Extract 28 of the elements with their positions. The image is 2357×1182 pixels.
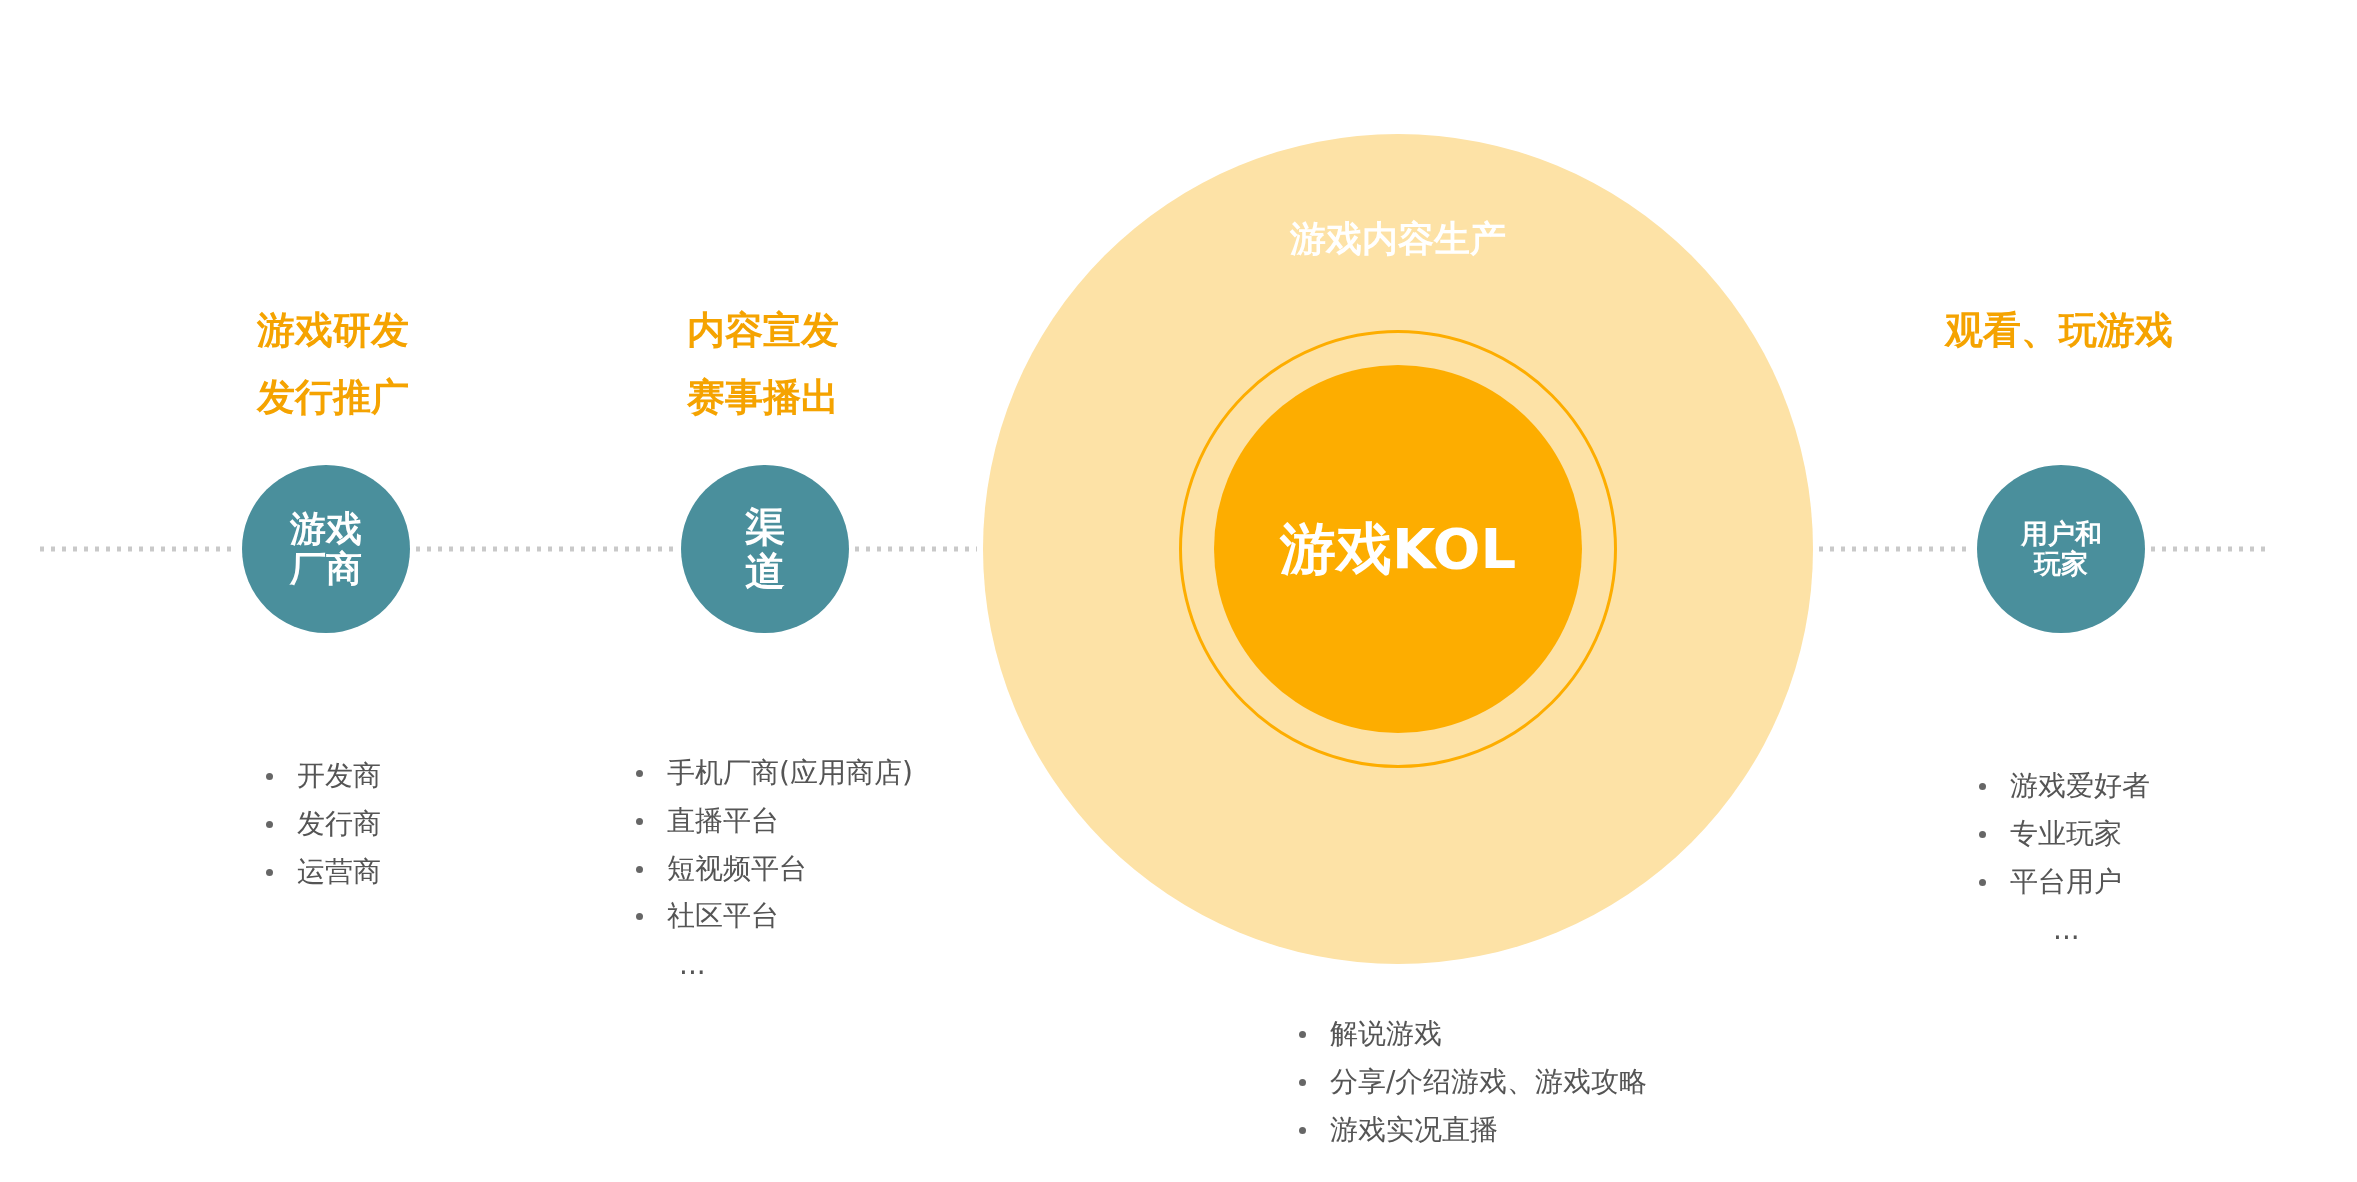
bullet-item: 游戏实况直播 <box>1330 1111 1498 1149</box>
ellipsis-text: ... <box>679 948 706 981</box>
node-label: 用户和玩家 <box>2019 519 2103 579</box>
bullet-item: 社区平台 <box>667 897 779 935</box>
bullet-item: 手机厂商(应用商店) <box>667 754 913 792</box>
bullet-item: 短视频平台 <box>667 850 807 888</box>
bullet-item: 运营商 <box>297 853 381 891</box>
bullet-item: 分享/介绍游戏、游戏攻略 <box>1330 1063 1648 1101</box>
dotted-line <box>2151 546 2265 552</box>
bullet-item: 游戏爱好者 <box>2010 767 2150 805</box>
heading-text: 游戏内容生产 <box>1290 217 1506 261</box>
ellipsis-text: ... <box>2053 913 2080 946</box>
bullet-item: 开发商 <box>297 757 381 795</box>
node-label: 游戏KOL <box>1278 518 1518 580</box>
bullet-item: 直播平台 <box>667 802 779 840</box>
bullet-item: 发行商 <box>297 805 381 843</box>
heading-text: 内容宣发 <box>687 307 839 354</box>
heading-text: 发行推广 <box>257 374 409 421</box>
bullet-item: 平台用户 <box>2010 863 2122 901</box>
dotted-line <box>416 546 675 552</box>
node-label: 渠道 <box>744 505 786 593</box>
bullet-item: 专业玩家 <box>2010 815 2122 853</box>
heading-text: 观看、玩游戏 <box>1945 307 2173 354</box>
bullet-item: 解说游戏 <box>1330 1015 1442 1053</box>
node-label: 游戏厂商 <box>288 509 363 589</box>
heading-text: 游戏研发 <box>257 307 409 354</box>
heading-text: 赛事播出 <box>687 374 839 421</box>
dotted-line <box>855 546 977 552</box>
